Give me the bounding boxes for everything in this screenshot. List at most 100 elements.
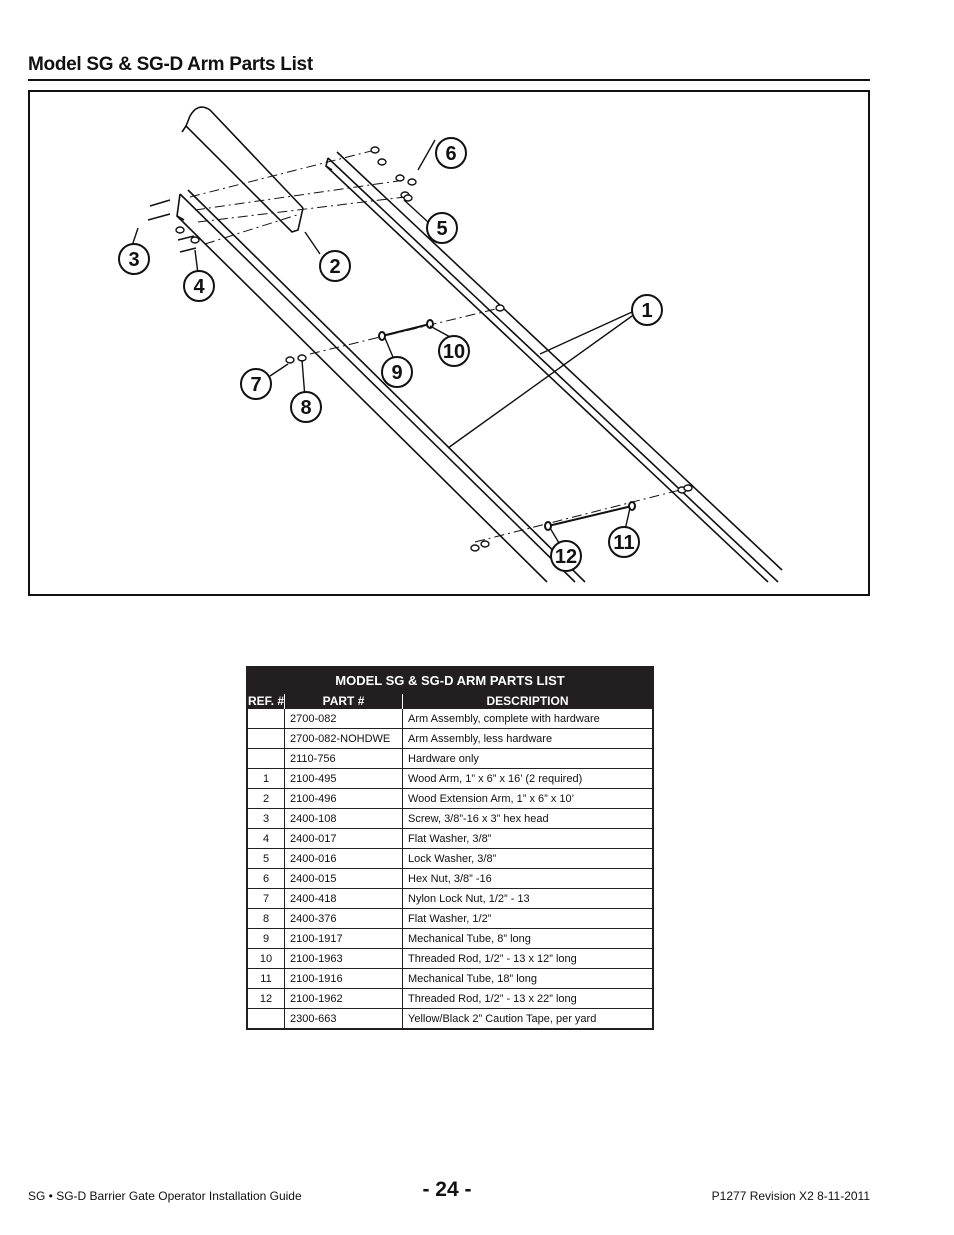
- callout-11: 11: [608, 526, 640, 558]
- description-cell: Flat Washer, 1/2”: [402, 908, 654, 929]
- page-number: - 24 -: [422, 1178, 472, 1201]
- title-divider: [28, 79, 870, 81]
- callout-3: 3: [118, 243, 150, 275]
- bolt-screws: [147, 199, 197, 253]
- leader-lines: [131, 139, 633, 549]
- part-cell: 2100-1917: [284, 928, 403, 949]
- description-cell: Threaded Rod, 1/2” - 13 x 12” long: [402, 948, 654, 969]
- description-cell: Arm Assembly, less hardware: [402, 728, 654, 749]
- ref-cell: [246, 1008, 285, 1030]
- part-cell: 2400-016: [284, 848, 403, 869]
- svg-text:10: 10: [443, 341, 465, 363]
- ref-cell: 2: [246, 788, 285, 809]
- footer-guide-title: SG • SG-D Barrier Gate Operator Installa…: [28, 1189, 302, 1203]
- part-cell: 2100-495: [284, 768, 403, 789]
- part-cell: 2700-082-NOHDWE: [284, 728, 403, 749]
- description-cell: Screw, 3/8”-16 x 3” hex head: [402, 808, 654, 829]
- part-cell: 2400-108: [284, 808, 403, 829]
- part-cell: 2400-015: [284, 868, 403, 889]
- ref-cell: 8: [246, 908, 285, 929]
- footer-revision: P1277 Revision X2 8-11-2011: [711, 1189, 870, 1203]
- ref-cell: [246, 708, 285, 729]
- column-header-description: DESCRIPTION: [402, 693, 654, 709]
- svg-text:11: 11: [613, 532, 634, 554]
- description-cell: Wood Extension Arm, 1” x 6” x 10’: [402, 788, 654, 809]
- svg-text:3: 3: [128, 249, 139, 271]
- part-cell: 2400-418: [284, 888, 403, 909]
- part-cell: 2700-082: [284, 708, 403, 729]
- wood-extension-arm: [181, 106, 304, 233]
- description-cell: Wood Arm, 1” x 6” x 16’ (2 required): [402, 768, 654, 789]
- callout-4: 4: [183, 270, 215, 302]
- callout-8: 8: [290, 391, 322, 423]
- arm-exploded-diagram: 1 2 3 4 5 6 7 8 9 10 11 12: [28, 90, 870, 596]
- ref-cell: [246, 748, 285, 769]
- description-cell: Yellow/Black 2” Caution Tape, per yard: [402, 1008, 654, 1030]
- callout-9: 9: [381, 356, 413, 388]
- parts-table-caption: MODEL SG & SG-D ARM PARTS LIST: [246, 666, 654, 694]
- part-cell: 2110-756: [284, 748, 403, 769]
- assembly-lines: [189, 149, 681, 543]
- callout-1: 1: [631, 294, 663, 326]
- ref-cell: 4: [246, 828, 285, 849]
- description-cell: Hardware only: [402, 748, 654, 769]
- part-cell: 2100-1962: [284, 988, 403, 1009]
- callout-12: 12: [550, 540, 582, 572]
- ref-cell: 12: [246, 988, 285, 1009]
- svg-text:7: 7: [250, 374, 261, 396]
- ref-cell: 7: [246, 888, 285, 909]
- callout-2: 2: [319, 250, 351, 282]
- part-cell: 2300-663: [284, 1008, 403, 1030]
- description-cell: Hex Nut, 3/8” -16: [402, 868, 654, 889]
- ref-cell: 3: [246, 808, 285, 829]
- svg-text:2: 2: [329, 256, 340, 278]
- part-cell: 2400-017: [284, 828, 403, 849]
- threaded-rods: [378, 319, 636, 531]
- callout-6: 6: [435, 137, 467, 169]
- callout-10: 10: [438, 335, 470, 367]
- ref-cell: 9: [246, 928, 285, 949]
- page-title: Model SG & SG-D Arm Parts List: [28, 54, 313, 75]
- svg-text:6: 6: [445, 143, 456, 165]
- parts-table: MODEL SG & SG-D ARM PARTS LIST REF. # PA…: [246, 666, 654, 1030]
- part-cell: 2100-1916: [284, 968, 403, 989]
- wood-arm-lower: [176, 189, 586, 583]
- description-cell: Mechanical Tube, 8” long: [402, 928, 654, 949]
- description-cell: Threaded Rod, 1/2” - 13 x 22” long: [402, 988, 654, 1009]
- callout-5: 5: [426, 212, 458, 244]
- svg-text:4: 4: [193, 276, 205, 298]
- column-header-part: PART #: [284, 693, 403, 709]
- svg-text:5: 5: [436, 218, 447, 240]
- column-header-ref: REF. #: [246, 693, 285, 709]
- hardware-parts: [175, 146, 693, 552]
- ref-cell: 10: [246, 948, 285, 969]
- part-cell: 2100-496: [284, 788, 403, 809]
- part-cell: 2400-376: [284, 908, 403, 929]
- ref-cell: 1: [246, 768, 285, 789]
- ref-cell: 11: [246, 968, 285, 989]
- description-cell: Lock Washer, 3/8”: [402, 848, 654, 869]
- ref-cell: 5: [246, 848, 285, 869]
- svg-text:1: 1: [641, 300, 652, 322]
- svg-text:8: 8: [300, 397, 311, 419]
- svg-text:9: 9: [391, 362, 402, 384]
- description-cell: Mechanical Tube, 18” long: [402, 968, 654, 989]
- description-cell: Arm Assembly, complete with hardware: [402, 708, 654, 729]
- description-cell: Nylon Lock Nut, 1/2” - 13: [402, 888, 654, 909]
- callout-7: 7: [240, 368, 272, 400]
- wood-arm-upper: [325, 151, 783, 583]
